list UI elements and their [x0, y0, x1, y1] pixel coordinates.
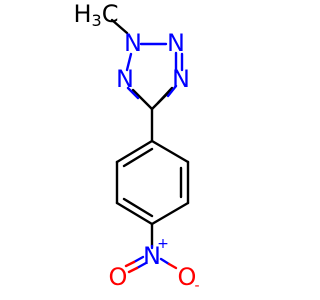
ring-inner-2: [122, 197, 154, 218]
nn-bonds: [125, 42, 184, 270]
no-bonds: [124, 260, 178, 274]
ring-inner-3: [122, 147, 154, 168]
bond-c5-n3-double: [156, 86, 174, 105]
structure-diagram: H3C N N N N N + O O -: [73, 0, 200, 294]
bond-n-oleft-blue-2: [135, 261, 148, 270]
atom-n-right: N: [172, 65, 190, 93]
ring-bond-6: [115, 139, 154, 164]
bond-oright-red: [167, 262, 178, 270]
atom-o-left: O: [109, 263, 128, 291]
atom-o-right: O: [178, 263, 197, 291]
bond-n-oleft-blue: [132, 255, 145, 264]
ring-bond-4: [115, 201, 154, 226]
ring-bond-1: [150, 139, 190, 164]
molecule-svg: H3C N N N N N + O O -: [74, 0, 200, 294]
o-right-charge: -: [194, 278, 199, 294]
bond-oleft-red-2: [127, 266, 139, 274]
atom-n-top-right: N: [167, 29, 185, 57]
bond-c5-n4: [131, 88, 154, 111]
bond-oleft-red: [124, 260, 136, 268]
bond-n4-c5-blue: [126, 86, 140, 100]
atom-n-methyl: N: [124, 29, 142, 57]
atom-n-left: N: [116, 65, 134, 93]
bond-n-oright-blue: [159, 257, 171, 266]
bond-n3-c5-blue: [166, 84, 178, 98]
nitro-n-charge: +: [157, 236, 169, 252]
bond-n2-n4: [125, 52, 133, 72]
bond-methyl-n: [110, 18, 129, 35]
bond-layer: [110, 18, 190, 248]
ring-bond-3: [150, 201, 190, 226]
atom-nitro-n: N: [143, 242, 161, 270]
methyl-label: H3C: [74, 0, 119, 30]
